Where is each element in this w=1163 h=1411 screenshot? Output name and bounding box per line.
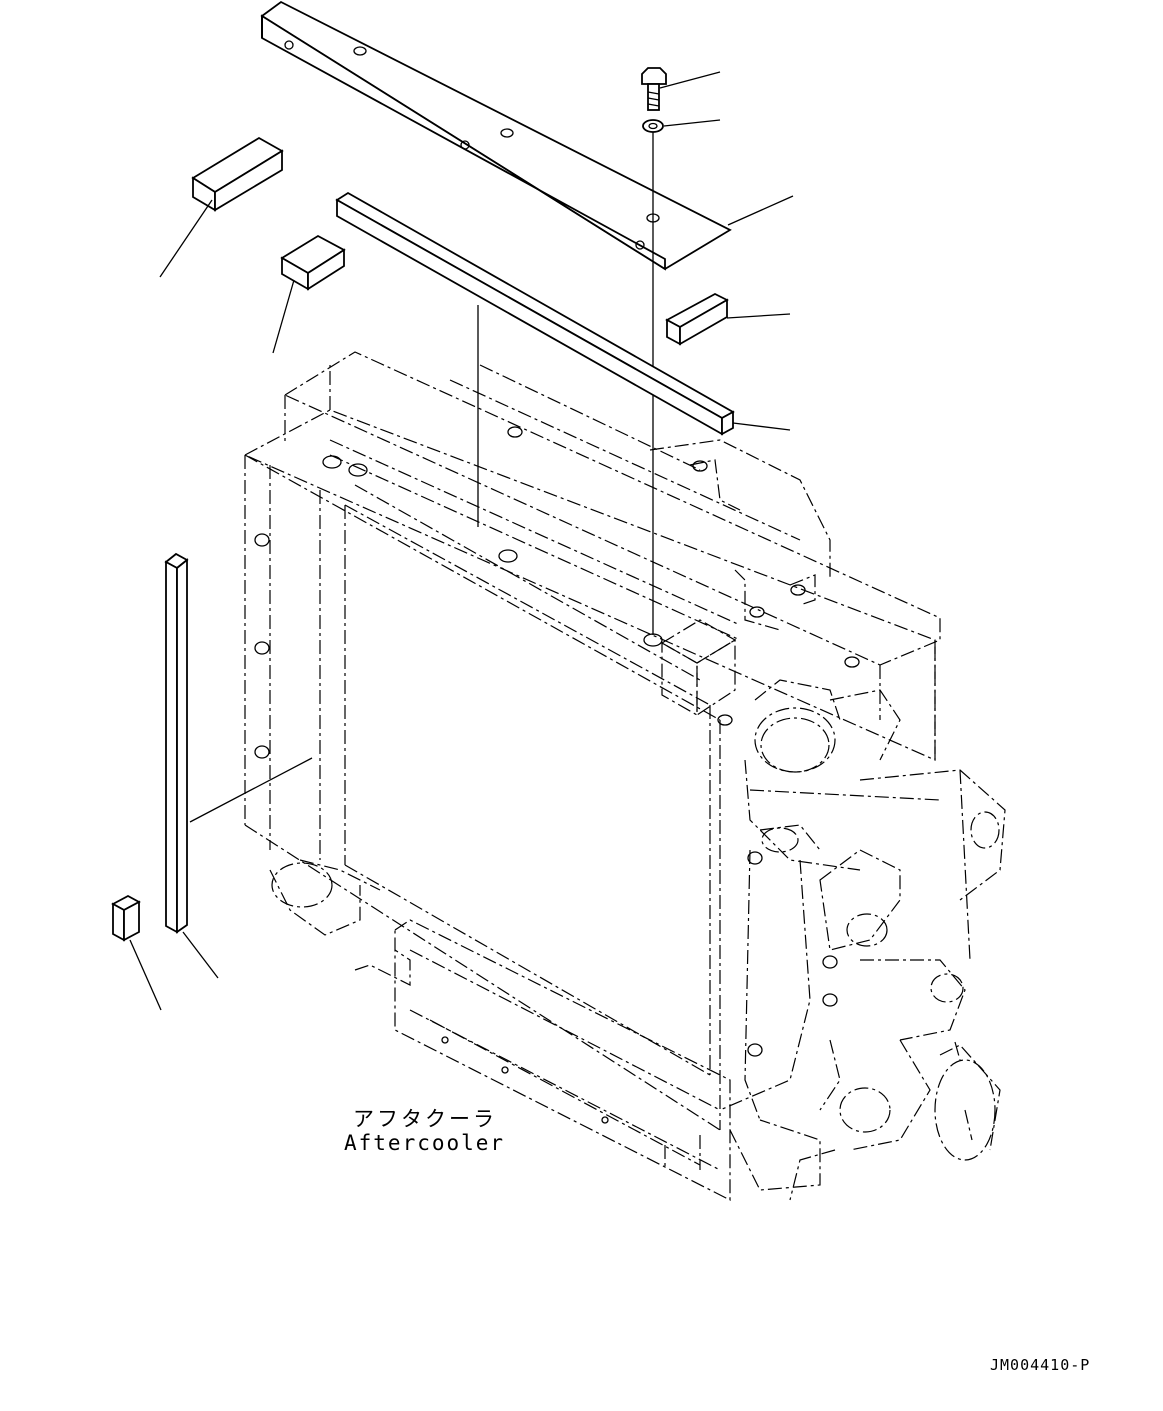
- top-bracket: [260, 0, 732, 271]
- leader-lines: [129, 71, 794, 1011]
- foam-block-3: [665, 292, 729, 346]
- foam-block-2: [280, 234, 346, 291]
- washer: [642, 119, 664, 133]
- aftercooler-core: [243, 351, 941, 1131]
- foam-strip-vertical: [164, 552, 189, 934]
- mounted-foam-block: [660, 619, 737, 717]
- foam-strip-top: [335, 191, 735, 436]
- fasteners: [254, 426, 860, 1057]
- foam-block-1: [191, 136, 284, 212]
- part-name-english: Aftercooler: [344, 1131, 506, 1155]
- intake-housing: [719, 679, 1006, 1201]
- bolt: [641, 67, 667, 111]
- drawing-code: JM004410-P: [990, 1356, 1091, 1374]
- part-name-japanese: アフタクーラ: [353, 1107, 497, 1131]
- foam-block-4: [111, 894, 141, 942]
- bottom-frame: [269, 859, 731, 1201]
